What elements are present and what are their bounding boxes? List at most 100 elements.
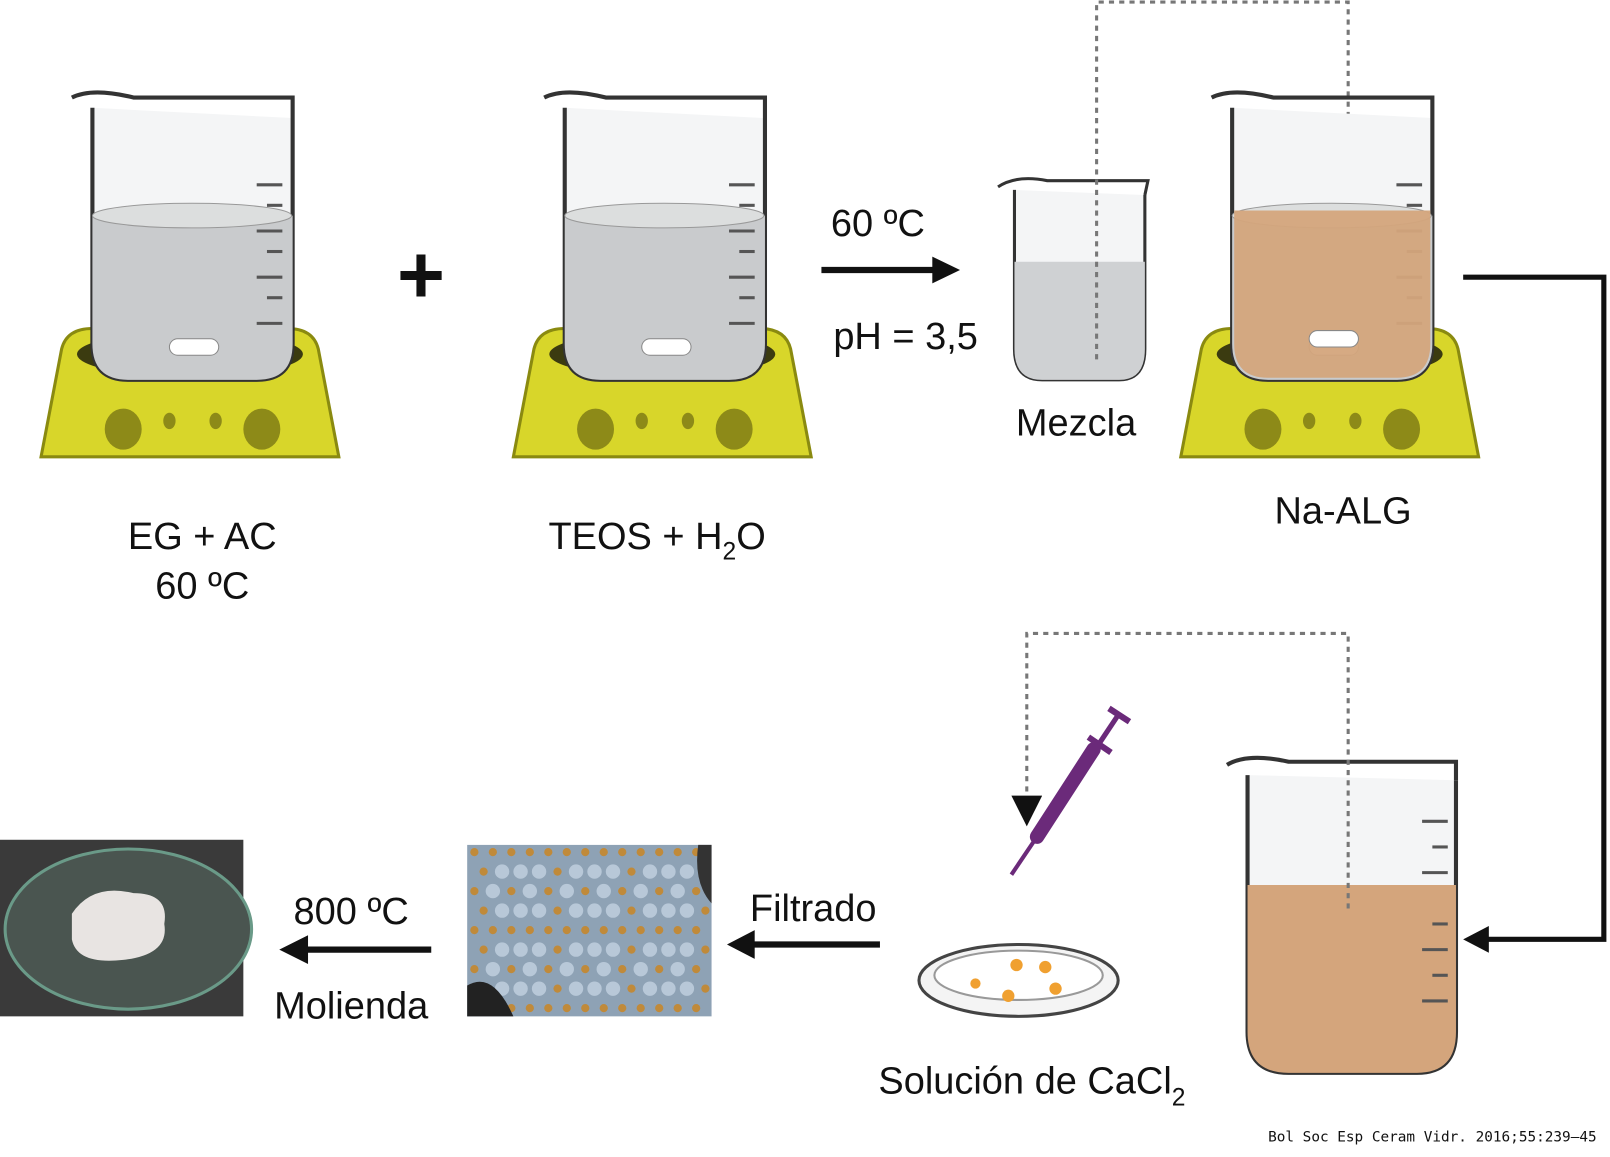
bead (513, 981, 528, 996)
bead (544, 926, 553, 935)
beaker-teos-h2o-icon (544, 92, 765, 379)
calcination-arrowhead-icon (279, 935, 309, 964)
plus-sign: + (397, 230, 445, 321)
bead (673, 847, 682, 857)
syringe-icon (1009, 705, 1132, 876)
bead (605, 864, 621, 879)
beaker-alginate-icon (1225, 755, 1459, 1075)
bead (513, 942, 528, 957)
citation: Bol Soc Esp Ceram Vidr. 2016;55:239–45 (1268, 1130, 1597, 1146)
beaker-eg-ac-icon (72, 92, 293, 379)
bead (679, 942, 695, 957)
bead (642, 864, 658, 879)
bead (692, 965, 701, 974)
bead (568, 864, 584, 879)
filtrado-arrowhead-icon (726, 930, 755, 959)
bead (670, 961, 685, 977)
bead (544, 1004, 553, 1013)
bead (470, 847, 479, 857)
bead (562, 926, 571, 935)
bead (618, 886, 627, 896)
transfer-dotted-line-2 (1011, 631, 1350, 909)
bead (605, 903, 621, 918)
bead (581, 926, 590, 935)
bead (479, 945, 488, 954)
bead (513, 864, 528, 879)
bead (522, 883, 538, 899)
mezcla-label: Mezcla (1016, 402, 1137, 444)
bead (587, 942, 602, 957)
bead (692, 926, 701, 935)
bead (655, 926, 664, 935)
beaker-mezcla-icon (997, 177, 1150, 382)
bead (642, 981, 658, 996)
bead (568, 903, 584, 918)
bead (470, 886, 479, 896)
bead (581, 886, 590, 896)
bead (470, 926, 479, 935)
bead (531, 864, 547, 879)
bead (581, 1004, 590, 1013)
molienda-label: Molienda (274, 985, 429, 1027)
bead (679, 864, 695, 879)
bead (673, 926, 682, 935)
bead (562, 847, 571, 857)
bead (599, 847, 608, 857)
bead (599, 1004, 608, 1013)
bead (596, 961, 611, 977)
bead (661, 942, 676, 957)
bead (701, 945, 710, 954)
beaker-na-alg-icon (1212, 92, 1433, 379)
bead (679, 981, 695, 996)
bead (627, 945, 636, 954)
bead (525, 926, 534, 935)
bead (507, 886, 516, 896)
bead (655, 1004, 664, 1013)
bead (507, 847, 516, 857)
bead (479, 867, 488, 876)
bead (587, 903, 602, 918)
bead (553, 945, 562, 954)
bead (627, 984, 636, 993)
bead (525, 847, 534, 857)
bead (494, 864, 510, 879)
alginate-beads-photo (467, 844, 712, 1017)
bead (692, 886, 701, 896)
bead (525, 1004, 534, 1013)
bead (673, 1004, 682, 1013)
bead (494, 903, 510, 918)
bead (661, 864, 676, 879)
bead (633, 883, 648, 899)
connector-arrowhead-icon (1463, 926, 1489, 953)
bead (494, 942, 510, 957)
bead (627, 906, 636, 915)
bead (531, 981, 547, 996)
bead (581, 965, 590, 974)
bead (488, 847, 497, 857)
calcined-powder-photo (0, 839, 254, 1017)
bead (636, 1004, 645, 1013)
arrow1-temp-label: 60 ºC (831, 203, 925, 245)
na-alg-label: Na-ALG (1274, 491, 1411, 533)
bead (618, 926, 627, 935)
bead (627, 867, 636, 876)
bead (655, 965, 664, 974)
bead (544, 847, 553, 857)
bead (568, 981, 584, 996)
bead (661, 981, 676, 996)
bead (618, 847, 627, 857)
bead (701, 906, 710, 915)
bead (633, 961, 648, 977)
bead (553, 984, 562, 993)
bead (581, 847, 590, 857)
bead (531, 903, 547, 918)
beaker1-label-line1: EG + AC (128, 516, 277, 558)
bead (522, 961, 538, 977)
bead (636, 926, 645, 935)
bead (618, 1004, 627, 1013)
bead (470, 965, 479, 974)
bead (587, 864, 602, 879)
bead (513, 903, 528, 918)
bead (605, 981, 621, 996)
petri-dish-cacl2-icon (917, 942, 1120, 1018)
